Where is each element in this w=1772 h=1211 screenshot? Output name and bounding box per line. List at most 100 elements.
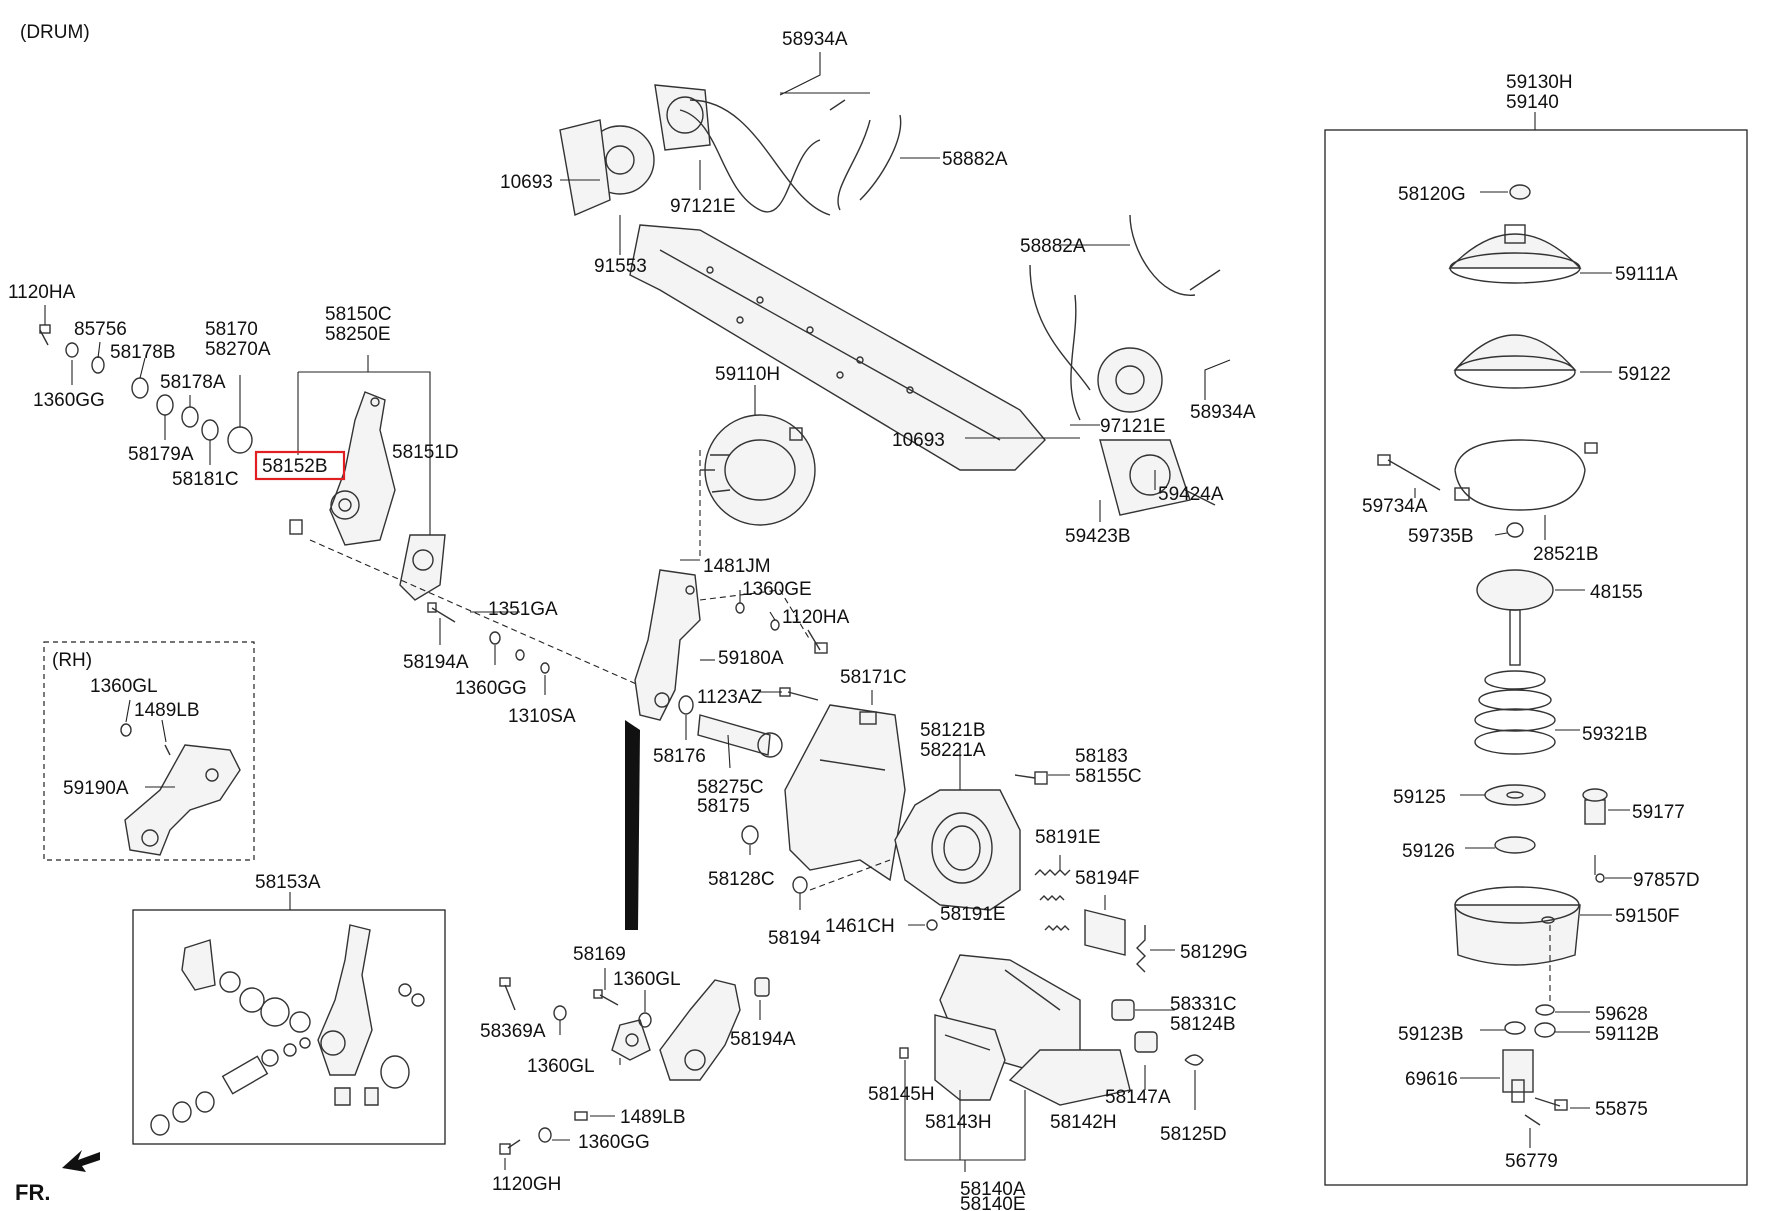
part-58183[interactable]: 58183 — [1075, 746, 1128, 767]
part-58142H[interactable]: 58142H — [1050, 1112, 1117, 1133]
part-1360GL-mid[interactable]: 1360GL — [613, 969, 681, 990]
roller-58147A[interactable] — [1134, 1031, 1158, 1053]
plug-59177[interactable] — [1582, 788, 1608, 825]
part-59423B[interactable]: 59423B — [1065, 526, 1131, 547]
part-58128C[interactable]: 58128C — [708, 869, 775, 890]
brake-spider-58121B[interactable] — [894, 789, 1021, 911]
part-59177[interactable]: 59177 — [1632, 802, 1685, 823]
part-1360GE[interactable]: 1360GE — [742, 579, 812, 600]
nut-59123B[interactable] — [1504, 1021, 1526, 1035]
part-59112B[interactable]: 59112B — [1595, 1024, 1659, 1045]
part-58150C[interactable]: 58150C — [325, 304, 392, 325]
part-58179A[interactable]: 58179A — [128, 444, 194, 465]
part-69616[interactable]: 69616 — [1405, 1069, 1458, 1090]
part-1360GG-left[interactable]: 1360GG — [33, 390, 105, 411]
part-59126[interactable]: 59126 — [1402, 841, 1455, 862]
part-58882A-top[interactable]: 58882A — [942, 149, 1008, 170]
brake-lines-upper[interactable] — [679, 99, 902, 216]
part-58124B[interactable]: 58124B — [1170, 1014, 1236, 1035]
roller-58331C[interactable] — [1111, 999, 1135, 1021]
brake-lines-right[interactable] — [1029, 214, 1221, 421]
part-59180A[interactable]: 59180A — [718, 648, 784, 669]
piston-48155[interactable] — [1476, 569, 1554, 666]
part-59122[interactable]: 59122 — [1618, 364, 1671, 385]
part-58882A-mid[interactable]: 58882A — [1020, 236, 1086, 257]
roller-58194F[interactable] — [1084, 909, 1126, 956]
clevis-69616[interactable] — [1502, 1049, 1534, 1103]
part-97857D[interactable]: 97857D — [1633, 870, 1700, 891]
nut-59735B[interactable] — [1506, 522, 1524, 538]
part-58175[interactable]: 58175 — [697, 796, 750, 817]
part-58171C[interactable]: 58171C — [840, 667, 907, 688]
part-58147A[interactable]: 58147A — [1105, 1087, 1171, 1108]
part-58221A[interactable]: 58221A — [920, 740, 986, 761]
nut-58194[interactable] — [792, 876, 808, 894]
part-58181C[interactable]: 58181C — [172, 469, 239, 490]
part-91553[interactable]: 91553 — [594, 256, 647, 277]
kit-58153A-contents[interactable] — [150, 924, 425, 1136]
retainer-59125[interactable] — [1484, 784, 1546, 806]
spring-58191E[interactable] — [1034, 869, 1071, 931]
cap-58120G[interactable] — [1509, 184, 1531, 200]
rh-pin[interactable] — [164, 744, 171, 756]
bolt-59734A[interactable] — [1377, 454, 1441, 491]
pin-55875[interactable] — [1534, 1097, 1568, 1111]
part-1120HA-mid[interactable]: 1120HA — [782, 607, 850, 628]
part-59150F[interactable]: 59150F — [1615, 906, 1679, 927]
dust-shield-58171C[interactable] — [784, 704, 906, 882]
part-97121E-top[interactable]: 97121E — [670, 196, 736, 217]
part-58155C[interactable]: 58155C — [1075, 766, 1142, 787]
part-58140E[interactable]: 58140E — [960, 1194, 1026, 1211]
part-58120G[interactable]: 58120G — [1398, 184, 1466, 205]
part-58331C[interactable]: 58331C — [1170, 994, 1237, 1015]
washer-58176[interactable] — [678, 695, 694, 715]
brake-shoe-lower-58143H[interactable] — [934, 1014, 1006, 1101]
part-1461CH[interactable]: 1461CH — [825, 916, 895, 937]
part-1489LB-bot[interactable]: 1489LB — [620, 1107, 686, 1128]
part-1360GL-bot[interactable]: 1360GL — [527, 1056, 595, 1077]
part-55875[interactable]: 55875 — [1595, 1099, 1648, 1120]
tie-rod-arm[interactable] — [625, 720, 640, 930]
nut-59112B[interactable] — [1534, 1022, 1556, 1038]
part-59735B[interactable]: 59735B — [1408, 526, 1474, 547]
part-58250E[interactable]: 58250E — [325, 324, 391, 345]
part-58191E-b[interactable]: 58191E — [940, 904, 1006, 925]
part-58194A-left[interactable]: 58194A — [403, 652, 469, 673]
part-1351GA[interactable]: 1351GA — [488, 599, 558, 620]
part-1360GL-rh[interactable]: 1360GL — [90, 676, 158, 697]
part-58151D[interactable]: 58151D — [392, 442, 459, 463]
bolt-58183[interactable] — [1014, 771, 1048, 785]
part-58129G[interactable]: 58129G — [1180, 942, 1248, 963]
part-58143H[interactable]: 58143H — [925, 1112, 992, 1133]
clip-58125D[interactable] — [1184, 1054, 1204, 1066]
right-brake-chamber-upper[interactable] — [1097, 347, 1216, 516]
part-59321B[interactable]: 59321B — [1582, 724, 1648, 745]
part-58194F[interactable]: 58194F — [1075, 868, 1139, 889]
part-58153A[interactable]: 58153A — [255, 872, 321, 893]
part-58178B[interactable]: 58178B — [110, 342, 176, 363]
slack-bracket-plate[interactable] — [399, 534, 446, 601]
part-59734A[interactable]: 59734A — [1362, 496, 1428, 517]
part-58275C[interactable]: 58275C — [697, 777, 764, 798]
chamber-bracket-59180A[interactable] — [634, 569, 701, 721]
part-58191E-a[interactable]: 58191E — [1035, 827, 1101, 848]
rh-bracket-59190A[interactable] — [124, 744, 241, 856]
part-59110H[interactable]: 59110H — [715, 364, 780, 385]
part-10693-mid[interactable]: 10693 — [892, 430, 945, 451]
part-58170[interactable]: 58170 — [205, 319, 258, 340]
part-59130H[interactable]: 59130H — [1506, 72, 1573, 93]
part-59140[interactable]: 59140 — [1506, 92, 1559, 113]
part-97121E-mid[interactable]: 97121E — [1100, 416, 1166, 437]
part-58140A[interactable]: 58140A — [960, 1179, 1026, 1200]
cotter-56779[interactable] — [1524, 1114, 1541, 1126]
part-58176[interactable]: 58176 — [653, 746, 706, 767]
part-59424A[interactable]: 59424A — [1158, 484, 1224, 505]
ring-59628[interactable] — [1535, 1004, 1555, 1016]
left-hardware-cluster[interactable] — [39, 324, 253, 454]
part-58145H[interactable]: 58145H — [868, 1084, 935, 1105]
part-1489LB-rh[interactable]: 1489LB — [134, 700, 200, 721]
part-58178A[interactable]: 58178A — [160, 372, 226, 393]
washer-59126[interactable] — [1494, 836, 1536, 854]
part-59111A[interactable]: 59111A — [1615, 264, 1678, 285]
part-58270A[interactable]: 58270A — [205, 339, 271, 360]
